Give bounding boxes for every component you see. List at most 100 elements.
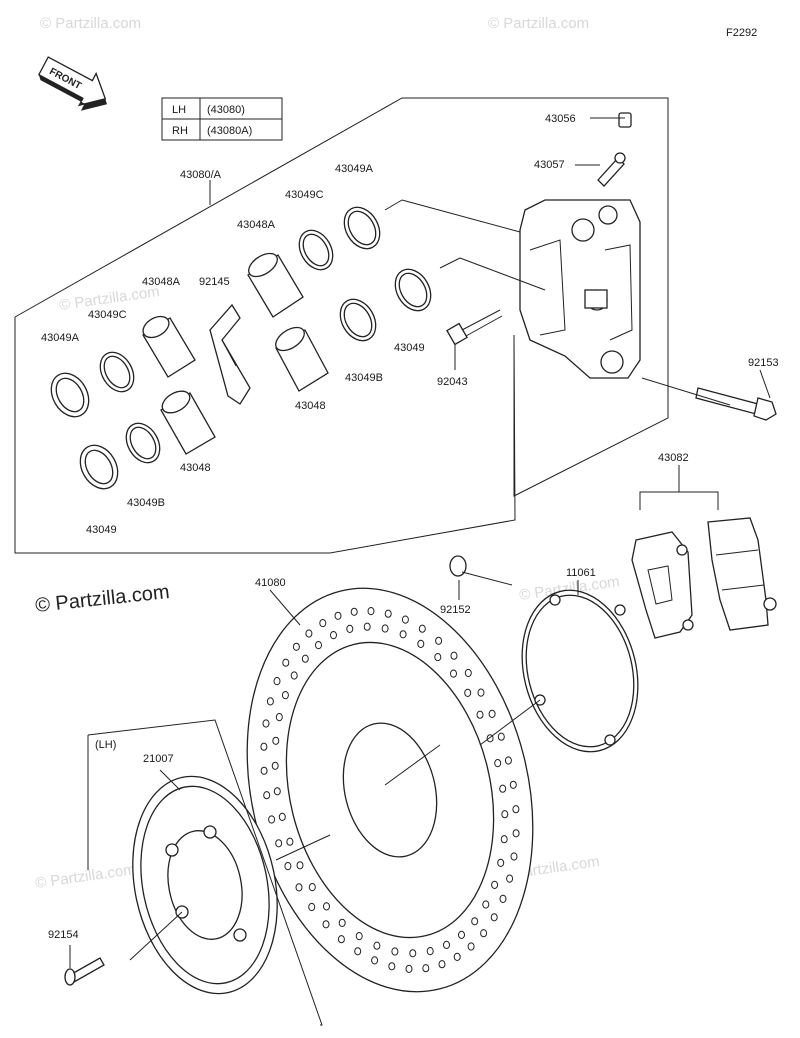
disc-hole <box>284 862 292 871</box>
disc-hole <box>388 962 396 971</box>
piston <box>247 252 304 318</box>
disc-hole <box>510 852 518 861</box>
disc-hole <box>399 630 407 639</box>
part-label-43080: 43080/A <box>180 169 222 181</box>
disc-hole <box>305 629 313 638</box>
collar <box>449 555 467 577</box>
disc-hole <box>501 810 509 819</box>
disc-hole <box>373 941 381 950</box>
part-label-43049b: 43049B <box>127 497 165 509</box>
disc-hole <box>509 780 517 789</box>
bleeder-cap <box>618 112 632 128</box>
legend-part: (43080) <box>207 104 245 116</box>
disc-hole <box>471 917 479 926</box>
disc-hole <box>499 784 507 793</box>
disc-hole <box>292 642 300 651</box>
part-label-43057: 43057 <box>534 159 565 171</box>
disc-hole <box>275 713 283 722</box>
seal-ring <box>298 229 334 271</box>
part-label-43056: 43056 <box>545 113 576 125</box>
watermark: © Partzilla.com <box>34 861 136 892</box>
pad-spring <box>209 303 251 405</box>
disc-hole <box>337 935 345 944</box>
disc-hole <box>401 615 409 624</box>
disc-hole <box>271 761 279 770</box>
disc-hole <box>512 829 520 838</box>
disc-hole <box>450 651 458 660</box>
disc-hole <box>381 624 389 633</box>
disc-hole <box>504 756 512 765</box>
part-label-43048: 43048 <box>295 400 326 412</box>
legend-side: LH <box>172 104 186 116</box>
disc-hole <box>363 622 371 631</box>
part-label-92154: 92154 <box>48 929 79 941</box>
disc-hole <box>435 636 443 645</box>
part-label-11061: 11061 <box>566 567 596 579</box>
disc-hole <box>426 947 434 956</box>
disc-hole <box>290 671 298 680</box>
disc-hole <box>260 766 268 775</box>
disc-hole <box>417 639 425 649</box>
disc-bolt <box>64 957 105 986</box>
disc-hole <box>334 611 342 620</box>
seal-ring <box>99 351 135 393</box>
bleeder-valve <box>446 309 503 346</box>
bleeder-screw <box>597 152 626 187</box>
disc-hole <box>494 759 502 768</box>
disc-hole <box>453 952 461 962</box>
disc-hole <box>338 918 346 928</box>
disc-hole <box>500 835 508 844</box>
seal-ring <box>79 444 119 490</box>
disc-hole <box>281 691 289 700</box>
seal-ring <box>394 268 432 312</box>
disc-hole <box>296 861 304 870</box>
part-label-43049b: 43049B <box>345 372 383 384</box>
disc-hole <box>346 624 354 634</box>
seal-ring <box>50 372 90 418</box>
disc-hole <box>315 641 322 650</box>
piston <box>142 315 196 378</box>
disc-hole <box>491 880 499 890</box>
piston <box>275 326 329 392</box>
disc-hole <box>350 607 358 616</box>
disc-hole <box>301 654 309 663</box>
disc-hole <box>308 902 316 912</box>
disc-hole <box>488 709 496 719</box>
disc-hole <box>268 815 276 824</box>
abs-rotor <box>132 775 278 995</box>
part-label-43049: 43049 <box>86 524 117 536</box>
front-arrow-icon: FRONT <box>37 56 107 111</box>
legend-part: (43080A) <box>207 125 252 137</box>
part-label-43048a: 43048A <box>142 276 181 288</box>
disc-hole <box>497 858 505 868</box>
disc-hole <box>434 653 442 662</box>
brake-disc <box>246 587 534 993</box>
part-label-43049c: 43049C <box>285 189 324 201</box>
disc-hole <box>405 964 413 974</box>
disc-hole <box>497 732 505 741</box>
disc-hole <box>319 619 327 628</box>
disc-hole <box>476 710 484 719</box>
disc-hole <box>422 964 430 973</box>
disc-hole <box>282 658 290 667</box>
seal-ring <box>125 422 161 464</box>
watermark: © Partzilla.com <box>488 15 589 32</box>
disc-hole <box>464 688 472 698</box>
disc-hole <box>438 960 446 969</box>
disc-hole <box>506 874 514 883</box>
disc-hole <box>490 913 498 922</box>
disc-hole <box>477 688 485 697</box>
disc-hole <box>418 624 426 633</box>
brake-pad <box>707 517 777 631</box>
lh-outline <box>87 719 323 1026</box>
part-label-43049a: 43049A <box>335 163 374 175</box>
part-label-92043: 92043 <box>437 376 468 388</box>
lh-note: (LH) <box>95 739 116 751</box>
seal-ring <box>343 206 381 250</box>
leader-lines <box>69 117 771 968</box>
part-labels: 43080/A 43049A 43049C 43048A 92145 43048… <box>41 113 779 941</box>
disc-hole <box>480 929 488 938</box>
leader-line <box>639 491 719 510</box>
